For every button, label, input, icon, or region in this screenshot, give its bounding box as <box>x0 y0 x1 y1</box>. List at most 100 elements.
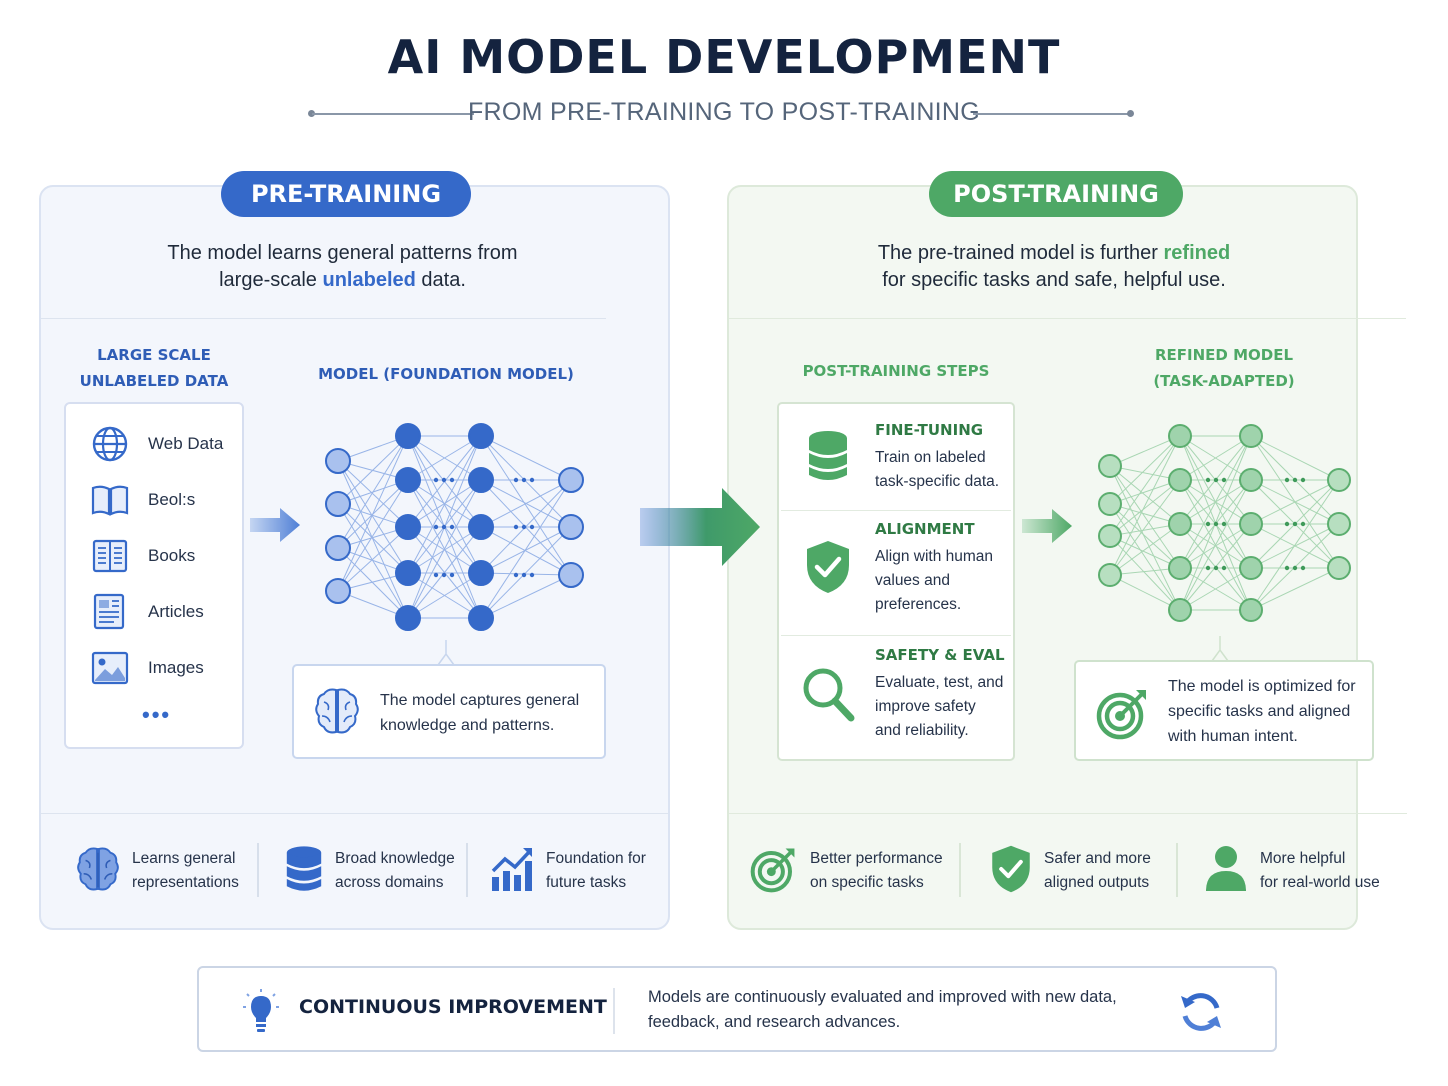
pre-network-edge <box>407 435 482 481</box>
data-item-books: Books <box>90 536 195 576</box>
post-network-edge <box>1179 435 1252 481</box>
post-network-node <box>1239 512 1263 536</box>
post-network-node <box>1327 512 1351 536</box>
step-title: ALIGNMENT <box>875 520 975 538</box>
data-item-images: Images <box>90 648 204 688</box>
post-info-connector <box>1211 636 1229 662</box>
step-description: Evaluate, test, and improve safety and r… <box>875 671 1010 743</box>
pre-network-edge <box>337 460 409 574</box>
growth-chart-icon <box>490 845 534 898</box>
benefit-line: Broad knowledge <box>335 850 455 867</box>
data-item-label: Articles <box>148 602 204 621</box>
pre-network-edge <box>480 435 572 528</box>
pre-network-edge <box>337 503 409 574</box>
pre-network-edge <box>480 479 572 619</box>
benefit-separator <box>257 843 259 897</box>
refined-model-heading: REFINED MODEL (TASK-ADAPTED) <box>1124 342 1324 394</box>
data-heading-line-1: LARGE SCALE <box>97 346 211 364</box>
data-item-label: Beol:s <box>148 490 196 509</box>
pre-training-badge: PRE-TRAINING <box>221 171 471 217</box>
subtitle-right-rule <box>973 113 1130 115</box>
post-network-edge <box>1109 435 1181 505</box>
data-item-beols: Beol:s <box>90 480 195 520</box>
pre-network-edge <box>480 435 572 576</box>
step-description: Align with human values and preferences. <box>875 545 1010 617</box>
brain-icon <box>76 844 120 899</box>
pre-divider-top <box>41 318 606 319</box>
pre-network-node <box>395 514 421 540</box>
post-network-edge <box>1109 435 1181 576</box>
post-network-edge <box>1250 523 1340 569</box>
pre-network-edge <box>337 435 409 549</box>
post-network-node <box>1168 468 1192 492</box>
subtitle-left-rule <box>312 113 474 115</box>
pre-network-node <box>558 467 584 493</box>
pre-flow-arrow <box>250 508 300 542</box>
ci-text-line-1: Models are continuously evaluated and im… <box>648 988 1117 1006</box>
data-item-articles: Articles <box>90 592 204 632</box>
pre-network-node <box>468 605 494 631</box>
benefit-line: for real-world use <box>1260 874 1380 891</box>
brain-icon <box>314 686 360 741</box>
post-network-edge <box>1109 479 1181 537</box>
pre-network-node <box>558 562 584 588</box>
shield-check-icon <box>990 844 1032 899</box>
post-info-line-2: specific tasks and aligned <box>1168 703 1351 720</box>
post-network-edge <box>1109 479 1181 505</box>
step-desc-line: Train on labeled <box>875 449 986 466</box>
pre-network-edge <box>337 435 409 505</box>
pre-network-node <box>558 514 584 540</box>
step-fine-tuning: FINE-TUNING Train on labeled task-specif… <box>779 404 1013 510</box>
data-item-label: Images <box>148 658 204 677</box>
post-intro-text: The pre-trained model is further <box>877 242 1164 264</box>
page-subtitle: FROM PRE-TRAINING TO POST-TRAINING <box>467 98 981 126</box>
pre-network-node <box>325 578 351 604</box>
benefit-line: on specific tasks <box>810 874 924 891</box>
pre-network-edge <box>480 435 572 481</box>
step-desc-line: values and <box>875 572 950 589</box>
data-sources-card: Web Data Beol:s Books Articles Images ••… <box>64 402 244 749</box>
benefit-separator <box>466 843 468 897</box>
post-network-node <box>1098 454 1122 478</box>
step-safety-eval: SAFETY & EVAL Evaluate, test, and improv… <box>779 636 1013 760</box>
post-network-edge <box>1179 435 1252 569</box>
post-network-edge <box>1250 567 1340 611</box>
post-network-node <box>1239 468 1263 492</box>
post-network-node <box>1098 563 1122 587</box>
pre-network-node <box>468 423 494 449</box>
pre-info-line-2: knowledge and patterns. <box>380 717 555 734</box>
step-desc-line: preferences. <box>875 596 962 613</box>
pre-intro-line-1: The model learns general patterns from <box>167 242 518 264</box>
benefit-line: More helpful <box>1260 850 1346 867</box>
post-training-badge: POST-TRAINING <box>929 171 1183 217</box>
data-column-heading: LARGE SCALE UNLABELED DATA <box>74 342 234 394</box>
pre-info-connector <box>437 640 455 666</box>
post-network-edge <box>1109 503 1181 525</box>
benefit-separator <box>1176 843 1178 897</box>
post-intro-highlight: refined <box>1163 242 1231 264</box>
step-desc-line: Align with human <box>875 548 994 565</box>
pre-network-edge <box>480 479 572 528</box>
article-icon <box>90 592 130 632</box>
post-network-node <box>1239 424 1263 448</box>
post-network-edge <box>1250 479 1340 525</box>
pre-network-node <box>395 467 421 493</box>
post-info-card: The model is optimized for specific task… <box>1074 660 1374 761</box>
pre-info-text: The model captures general knowledge and… <box>380 688 579 738</box>
post-network-edge <box>1250 435 1340 481</box>
benefit-line: Safer and more <box>1044 850 1151 867</box>
post-network-edge <box>1109 465 1181 525</box>
pre-network-node <box>325 491 351 517</box>
pre-network-node <box>325 448 351 474</box>
post-info-text: The model is optimized for specific task… <box>1168 674 1356 749</box>
post-network-edge <box>1250 479 1340 611</box>
post-network-edge <box>1109 479 1181 576</box>
step-desc-line: and reliability. <box>875 722 969 739</box>
data-item-label: Web Data <box>148 434 224 453</box>
pre-network-node <box>395 423 421 449</box>
